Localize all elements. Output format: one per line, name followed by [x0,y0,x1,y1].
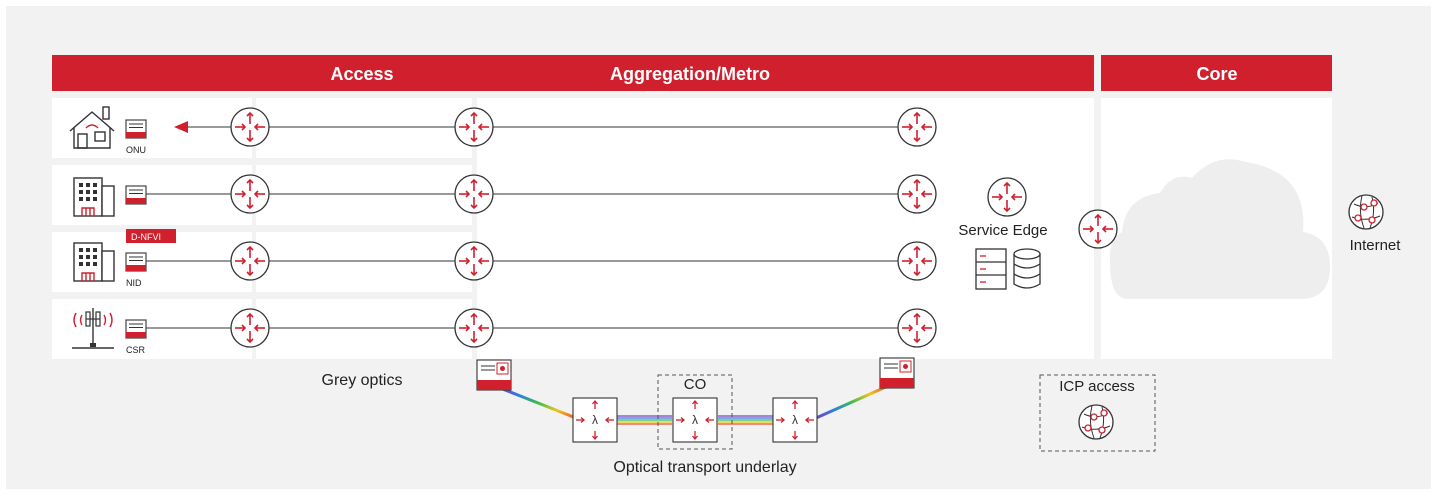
transponder-icon [476,359,512,391]
lambda-label: λ [592,413,598,427]
co-boundary [657,374,733,450]
transponder-icon [879,357,915,389]
lambda-label: λ [792,413,798,427]
access-aggregation-header [52,55,1094,91]
router-icon [230,174,270,214]
connection-lines [146,126,913,329]
aggregation-header-label: Aggregation/Metro [610,64,770,84]
service-edge-label: Service Edge [958,222,1047,239]
internet-label: Internet [1350,237,1402,254]
olt-arrow-icon [174,121,188,133]
router-icon [897,308,937,348]
onu-label: ONU [126,145,146,155]
cell-tower-icon [72,308,114,349]
dnfvi-badge [126,229,176,243]
nid-device-icon [125,252,147,272]
csr-label: CSR [126,345,146,355]
router-icon [454,241,494,281]
core-header-label: Core [1196,64,1237,84]
internet-globe-icon [1348,194,1384,230]
core-router-icon [1078,209,1118,249]
router-icon [230,107,270,147]
icp-access-label: ICP access [1059,378,1135,395]
core-cloud [1109,159,1330,299]
aggregation-panel [477,98,1094,359]
icp-globe-icon [1078,404,1114,440]
onu-device-icon [125,119,147,139]
grey-optics-label: Grey optics [322,372,403,389]
router-icon [897,241,937,281]
router-icon [454,308,494,348]
building-icon [73,242,115,282]
router-icon [897,174,937,214]
header-bar: Access Aggregation/Metro Core [52,55,1332,91]
core-header [1101,55,1332,91]
optical-underlay-label: Optical transport underlay [613,459,796,476]
router-icon [230,308,270,348]
cpe-device-icon [125,185,147,205]
icp-access-boundary [1039,374,1156,452]
router-icon [230,241,270,281]
lambda-label: λ [692,413,698,427]
router-icon [454,107,494,147]
database-icon [1013,248,1041,289]
optical-fiber [499,384,889,425]
building-icon [73,177,115,217]
nid-label: NID [126,278,142,288]
co-label: CO [684,376,707,393]
house-icon [69,106,115,149]
dnfvi-label: D-NFVI [131,232,161,242]
router-icon [897,107,937,147]
router-icon [454,174,494,214]
server-icon [975,248,1007,290]
access-header-label: Access [330,64,393,84]
csr-device-icon [125,319,147,339]
service-edge-router-icon [987,177,1027,217]
